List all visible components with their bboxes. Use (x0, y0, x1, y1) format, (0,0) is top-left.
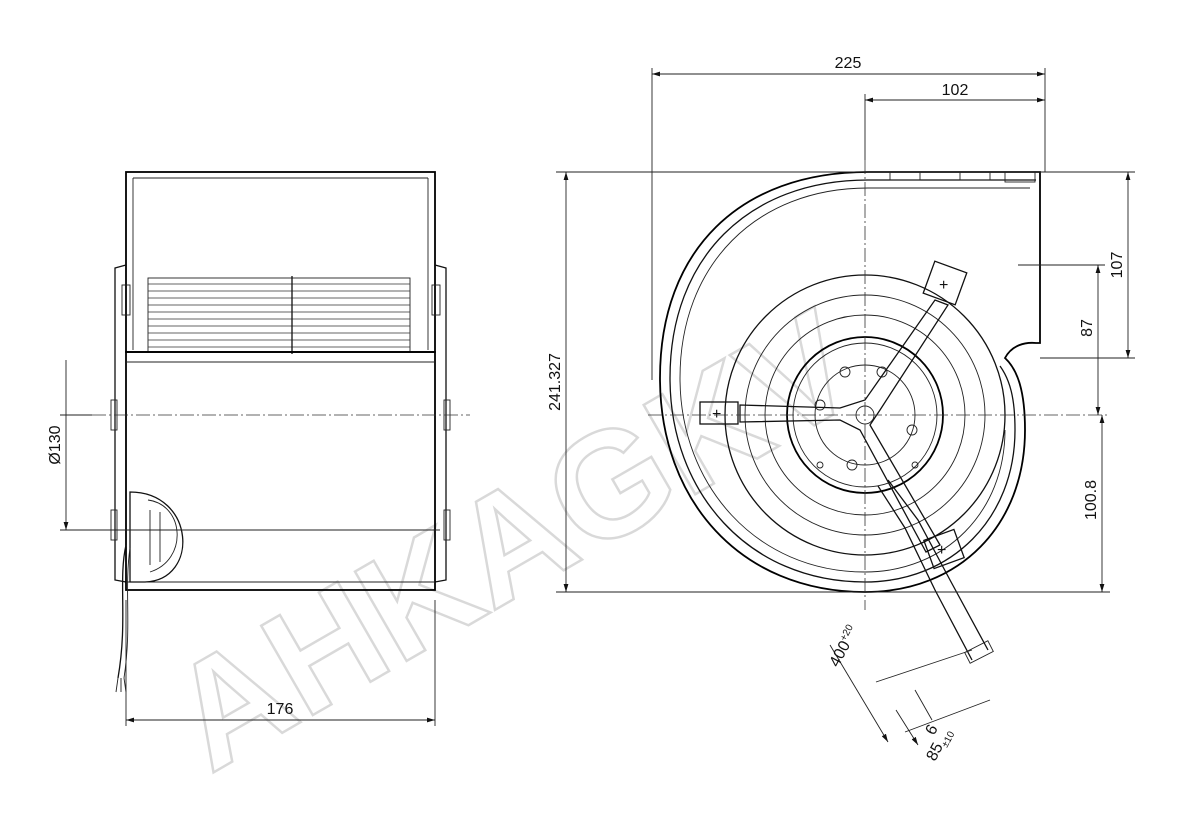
cable-strip-label: 6 (923, 722, 942, 738)
front-view: + + + 225 102 241.327 107 87 (547, 55, 1135, 764)
height-total-label: 241.327 (547, 353, 564, 411)
axis-bottom-label: 100.8 (1083, 480, 1100, 520)
svg-text:+: + (712, 406, 721, 423)
motor-bulge (129, 491, 184, 583)
outlet-offset-label: 87 (1079, 319, 1096, 337)
side-housing-body (125, 351, 436, 591)
impeller-fins (147, 276, 411, 354)
cable-length-tol: +20 (838, 622, 856, 643)
svg-text:+: + (937, 542, 946, 559)
front-cable (887, 479, 989, 651)
cable-end-tol: ±10 (940, 729, 958, 749)
width-label: 176 (267, 701, 294, 718)
cable-length-label: 400 (827, 638, 855, 670)
side-flange-right (434, 264, 447, 583)
side-view: Ø130 176 (47, 171, 470, 726)
cable-dimensions: 400+20 6 85±10 (827, 622, 991, 764)
width-partial-label: 102 (942, 82, 969, 99)
side-housing-top (125, 171, 436, 353)
outlet-height-label: 107 (1109, 252, 1126, 279)
bracket-foot-top (922, 260, 968, 306)
watermark: AHKAGKV (141, 276, 884, 803)
diameter-label: Ø130 (47, 425, 64, 464)
side-cable (117, 544, 127, 679)
cable-end-label: 85 (924, 740, 947, 764)
bracket-foot-bottom (923, 528, 965, 570)
side-flange-left (114, 264, 127, 583)
watermark-text: AHKAGKV (142, 277, 883, 802)
width-total-label: 225 (835, 55, 862, 72)
mounting-bracket: + + + (699, 260, 968, 570)
bracket-foot-left (699, 401, 739, 425)
svg-text:+: + (939, 277, 948, 294)
